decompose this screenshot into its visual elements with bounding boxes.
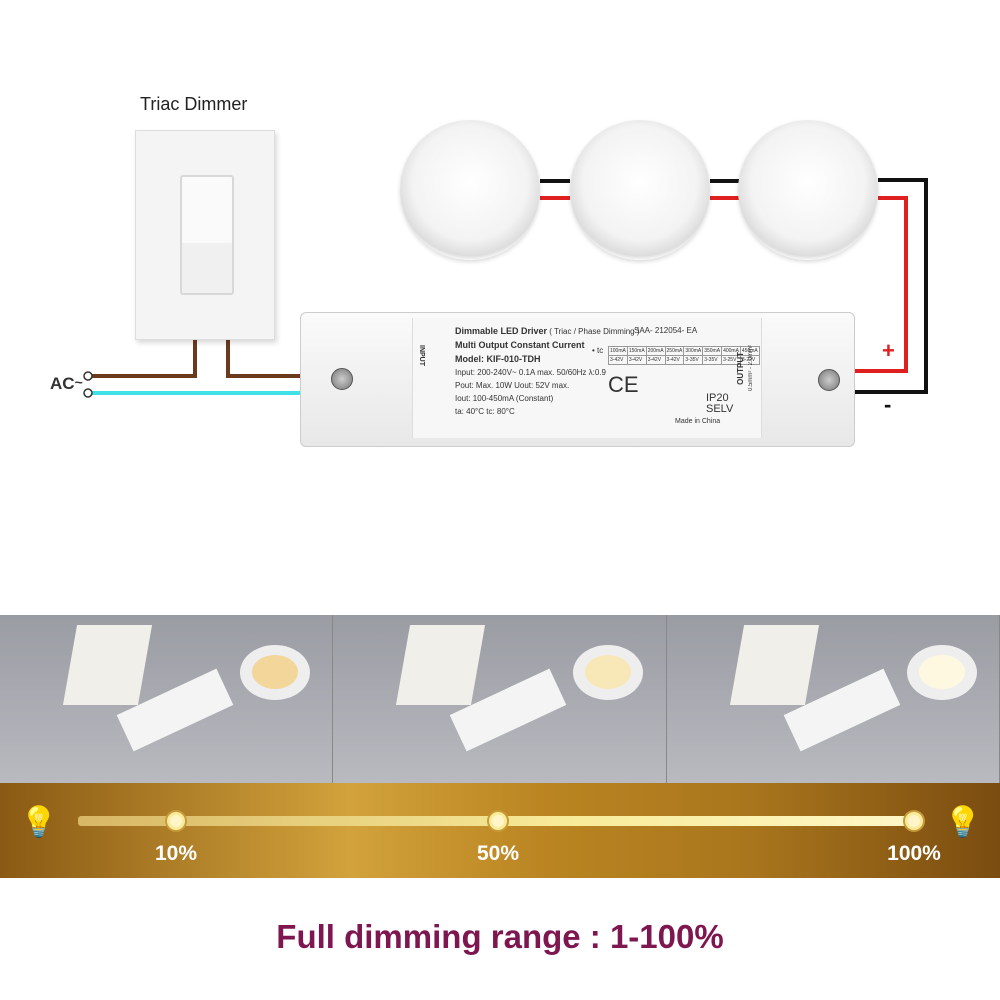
voltage-cell: 3-42V	[664, 355, 685, 365]
dimming-marker	[489, 812, 507, 830]
dimming-level-label: 100%	[887, 842, 941, 865]
current-cell: 250mA	[664, 346, 685, 356]
photo-100-percent	[666, 615, 1000, 783]
ac-label: AC~	[50, 374, 83, 393]
current-cell: 100mA	[608, 346, 628, 356]
dimming-level-label: 50%	[476, 842, 520, 865]
voltage-cell: 3-42V	[626, 355, 647, 365]
input-label: INPUT	[418, 345, 425, 366]
voltage-cell: 3-42V	[608, 355, 628, 365]
bright-bulb-icon: 💡	[944, 806, 982, 839]
dimming-marker	[905, 812, 923, 830]
output-plus: +	[882, 338, 895, 363]
ac-terminal-n	[83, 388, 93, 398]
wiring	[83, 178, 928, 398]
driver-label: Dimmable LED Driver ( Triac / Phase Dimm…	[412, 318, 762, 438]
dimming-marker	[167, 812, 185, 830]
voltage-cell: 3-35V	[683, 355, 704, 365]
made-in: Made in China	[675, 418, 721, 425]
voltage-cell: 3-22V	[739, 355, 760, 365]
photo-10-percent	[0, 615, 334, 783]
dimming-level-label: 10%	[154, 842, 198, 865]
headline: Full dimming range : 1-100%	[276, 918, 724, 955]
dimmer-rocker	[180, 175, 234, 295]
output-label: OUTPUT	[736, 352, 745, 385]
current-cell: 200mA	[645, 346, 666, 356]
downlight-3	[738, 120, 878, 260]
voltage-cell: 3-35V	[702, 355, 723, 365]
current-cell: 150mA	[626, 346, 647, 356]
wire-brown-live	[92, 338, 197, 378]
ce-mark: CE	[608, 372, 639, 397]
input-screw	[331, 368, 353, 390]
saa-number: SAA- 212054- EA	[634, 326, 698, 335]
photo-50-percent	[333, 615, 667, 783]
output-minus: -	[884, 392, 892, 417]
ac-terminal-l	[83, 371, 93, 381]
dimming-photos	[0, 615, 1000, 783]
wire-range: 0.5mm² - 2.0mm²	[748, 345, 754, 392]
dimming-bar	[0, 783, 1000, 878]
voltage-cell: 3-42V	[645, 355, 666, 365]
wire-red	[855, 196, 908, 373]
wire-brown-switched	[226, 338, 320, 378]
downlight-2	[570, 120, 710, 260]
wire-black	[855, 178, 928, 394]
downlight-1	[400, 120, 540, 260]
dim-bulb-icon: 💡	[20, 806, 58, 839]
dimmer-title: Triac Dimmer	[140, 94, 248, 114]
voltage-cell: 3-25V	[721, 355, 741, 365]
output-screw	[818, 369, 840, 391]
current-cell: 300mA	[683, 346, 704, 356]
current-cell: 350mA	[702, 346, 723, 356]
tc-marker: • tc	[592, 346, 604, 355]
